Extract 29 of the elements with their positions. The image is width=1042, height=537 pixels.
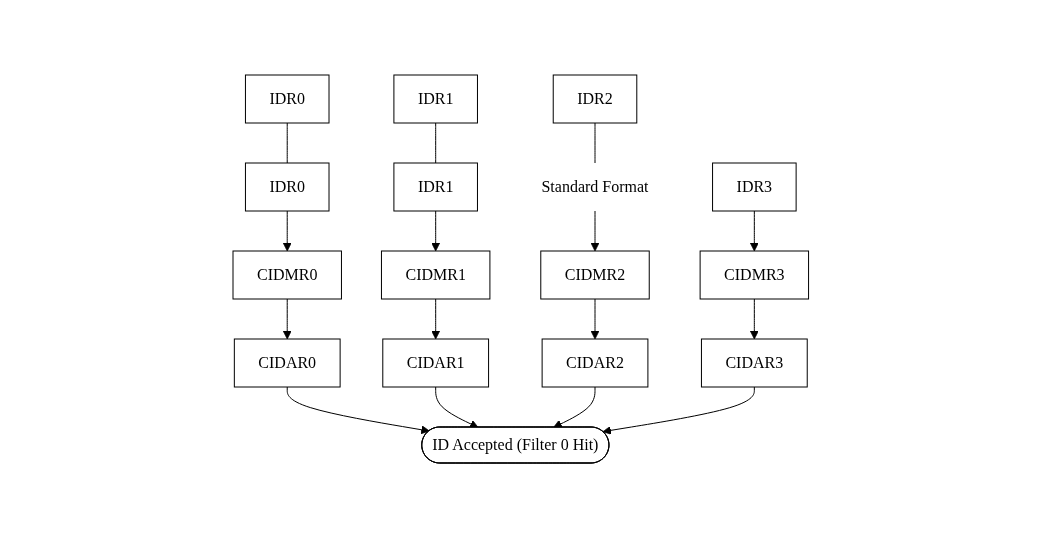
arrow xyxy=(431,210,441,251)
node-box: IDR3 xyxy=(712,162,797,211)
arrow xyxy=(431,298,441,339)
arrow xyxy=(602,386,756,435)
arrow xyxy=(435,386,479,428)
node-box: IDR0 xyxy=(245,162,330,211)
connector xyxy=(435,122,437,163)
arrow xyxy=(283,210,292,251)
arrow xyxy=(590,210,600,251)
node-box: CIDMR2 xyxy=(540,250,650,299)
node-box: IDR2 xyxy=(552,74,638,123)
node-box: CIDMR1 xyxy=(381,250,491,299)
node-box: CIDAR1 xyxy=(382,338,490,387)
node-text: Standard Format xyxy=(541,177,649,195)
connector xyxy=(594,122,596,163)
arrow xyxy=(283,298,292,339)
arrow xyxy=(553,386,596,428)
node-box: IDR1 xyxy=(393,74,479,123)
node-box: CIDMR0 xyxy=(232,250,343,299)
node-box: IDR0 xyxy=(245,74,330,123)
node-box: CIDAR0 xyxy=(234,338,341,387)
node-box: CIDAR2 xyxy=(541,338,649,387)
arrow xyxy=(750,298,759,339)
node-box: IDR1 xyxy=(393,162,479,211)
arrow xyxy=(590,298,600,339)
node-box: CIDAR3 xyxy=(701,338,808,387)
connector xyxy=(286,122,288,163)
arrow xyxy=(750,210,759,251)
node-box: CIDMR3 xyxy=(699,250,810,299)
